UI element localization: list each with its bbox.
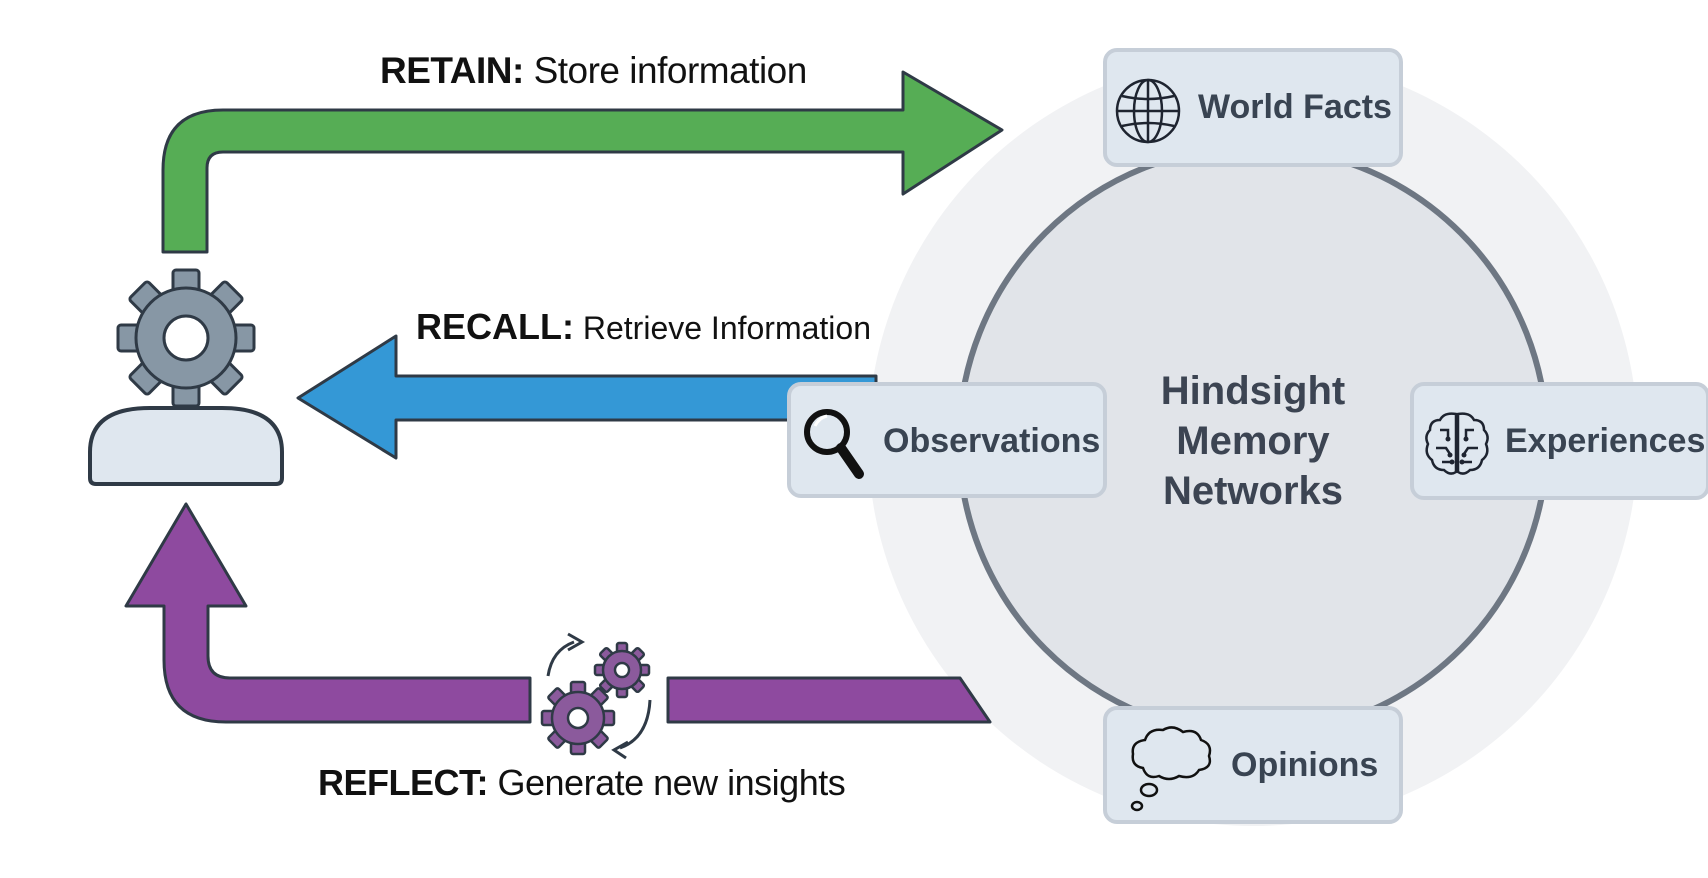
reflect-keyword: REFLECT:	[318, 762, 489, 803]
retain-arrow	[161, 70, 1004, 254]
node-observations: Observations	[787, 382, 1107, 498]
retain-keyword: RETAIN:	[380, 50, 524, 91]
node-world-facts: World Facts	[1103, 48, 1403, 167]
reflect-arrow-left	[124, 502, 532, 724]
center-title-line3: Networks	[1162, 469, 1344, 513]
reflect-gears-icon	[540, 632, 652, 760]
node-opinions-label: Opinions	[1231, 746, 1379, 784]
magnifier-icon	[804, 409, 864, 479]
retain-label: RETAIN: Store information	[380, 50, 807, 92]
node-opinions: Opinions	[1103, 706, 1403, 824]
reflect-description: Generate new insights	[497, 762, 846, 803]
node-experiences: Experiences	[1410, 382, 1708, 500]
node-observations-label: Observations	[883, 422, 1101, 460]
globe-icon	[1115, 78, 1181, 144]
agent-gear-icon	[88, 268, 284, 486]
brain-circuit-icon	[1425, 412, 1489, 475]
reflect-arrow-right	[666, 676, 992, 724]
node-experiences-label: Experiences	[1505, 422, 1706, 460]
thought-bubble-icon	[1130, 726, 1212, 812]
recall-label: RECALL: Retrieve Information	[416, 306, 871, 348]
node-world-facts-label: World Facts	[1198, 88, 1392, 126]
recall-keyword: RECALL:	[416, 306, 574, 347]
center-title: Hindsight Memory Networks	[1108, 366, 1398, 516]
reflect-label: REFLECT: Generate new insights	[318, 762, 846, 804]
recall-description: Retrieve Information	[582, 310, 871, 346]
retain-description: Store information	[533, 50, 808, 91]
center-title-line2: Memory	[1176, 419, 1330, 463]
center-title-line1: Hindsight	[1160, 369, 1346, 413]
